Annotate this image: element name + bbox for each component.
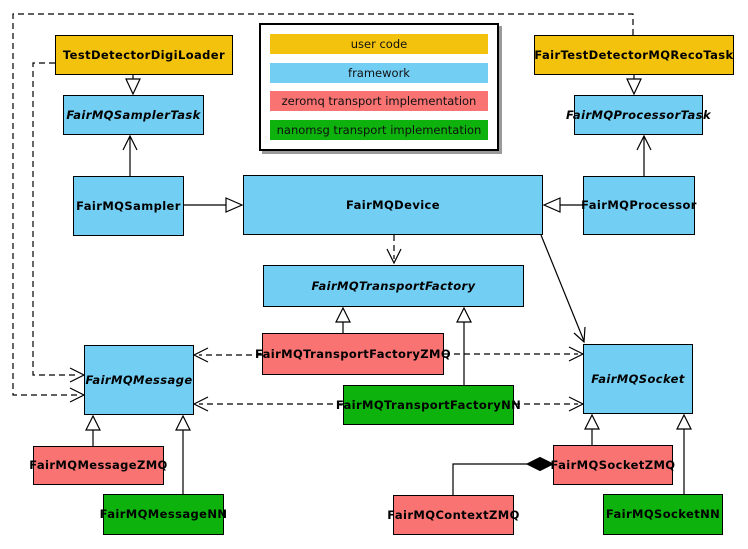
edge-messagenn-to-message [175,414,191,494]
edge-tfactoryzmq-to-message [192,347,262,363]
node-fairmq-transport-factory-zmq: FairMQTransportFactoryZMQ [255,333,451,375]
node-test-detector-digi-loader: TestDetectorDigiLoader [55,35,233,75]
node-fairmq-socket-nn: FairMQSocketNN [603,494,723,535]
edge-device-to-socket [540,234,586,344]
node-fairmq-sampler: FairMQSampler [73,176,184,236]
legend-item-user-code: user code [270,33,488,54]
node-fairmq-context-zmq: FairMQContextZMQ [387,495,519,535]
node-fairmq-message-nn: FairMQMessageNN [100,494,227,535]
node-fairmq-transport-factory: FairMQTransportFactory [263,265,524,307]
legend-item-nanomsg: nanomsg transport implementation [270,120,488,141]
edge-device-to-tfactory [386,235,402,265]
edge-tfactorynn-to-tfactory [456,306,472,385]
legend-item-framework: framework [270,62,488,83]
node-fairmq-processor-task: FairMQProcessorTask [566,95,711,135]
edge-socketzmq-to-socket [584,413,600,445]
edge-messagezmq-to-message [85,414,101,446]
node-fairmq-transport-factory-nn: FairMQTransportFactoryNN [336,385,521,425]
node-fairmq-message-zmq: FairMQMessageZMQ [29,446,167,485]
edge-tfactorynn-to-message [192,396,343,412]
edge-recotask-to-processortask [626,74,642,96]
edge-processor-to-device [542,197,583,213]
edge-sampler-to-samplertask [122,134,138,176]
node-fairmq-processor: FairMQProcessor [581,176,696,235]
edge-tfactoryzmq-to-socket [444,346,585,362]
node-fairmq-device: FairMQDevice [243,175,543,235]
edge-tfactoryzmq-to-tfactory [335,306,351,333]
edge-digiloader-to-samplertask [125,74,141,96]
edge-sampler-to-device [184,197,244,213]
node-fairmq-socket: FairMQSocket [583,344,693,414]
node-fairmq-sampler-task: FairMQSamplerTask [63,95,204,135]
node-fair-test-detector-mq-recotask: FairTestDetectorMQRecoTask [534,35,734,75]
edge-contextzmq-to-socketzmq [452,456,555,495]
edge-socketnn-to-socket [676,413,692,494]
edge-tfactorynn-to-socket [514,396,585,412]
legend: user code framework zeromq transport imp… [259,23,499,151]
node-fairmq-message: FairMQMessage [84,345,194,415]
node-fairmq-socket-zmq: FairMQSocketZMQ [551,445,675,485]
legend-item-zeromq: zeromq transport implementation [270,91,488,112]
edge-processor-to-processortask [636,134,652,176]
